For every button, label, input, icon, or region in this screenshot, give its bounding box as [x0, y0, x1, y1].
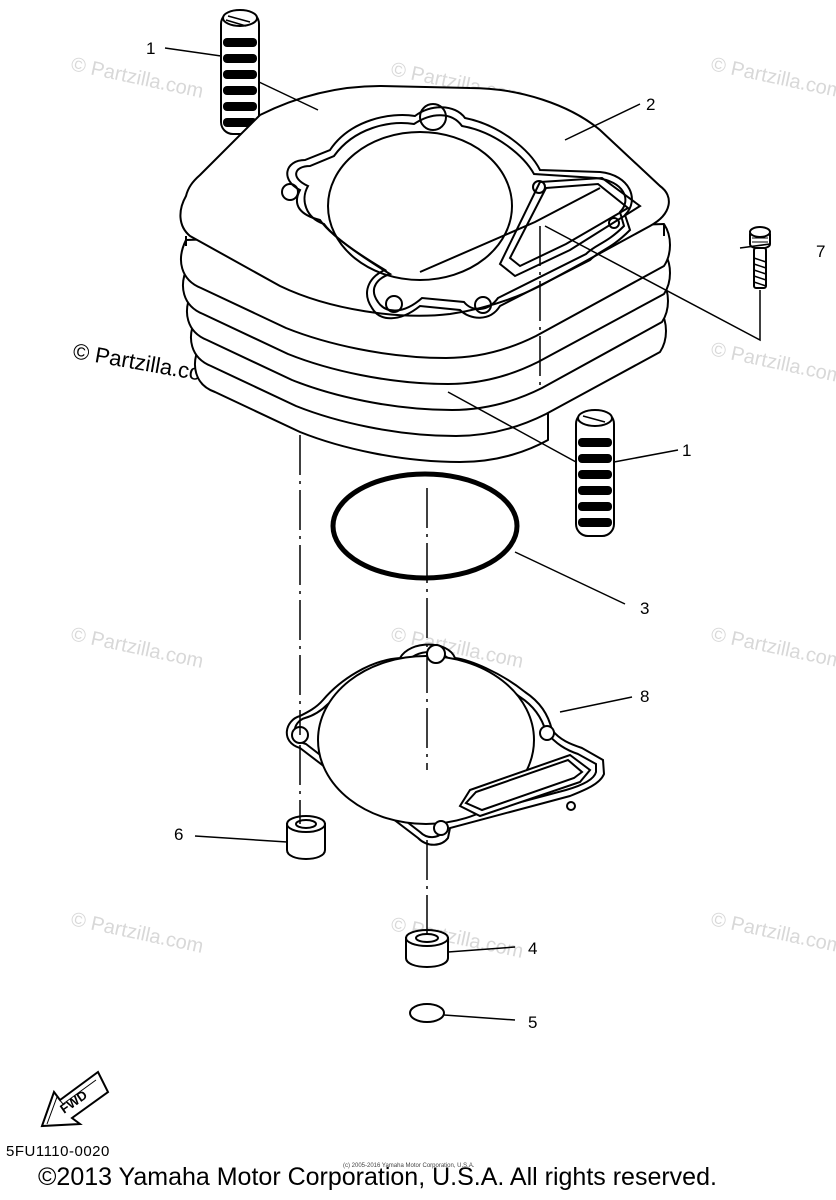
- callout-3: 3: [640, 599, 649, 618]
- callout-1-top: 1: [146, 39, 155, 58]
- callout-7: 7: [816, 242, 825, 261]
- callout-numbers: 1 2 7 1 3 8 6 4 5: [146, 39, 825, 1032]
- bolt: [749, 226, 771, 289]
- watermark: © Partzilla.com: [709, 338, 836, 388]
- tiny-notice: (c) 2005-2016 Yamaha Motor Corporation, …: [343, 1163, 475, 1169]
- alignment-lines: [299, 226, 541, 938]
- callout-6: 6: [174, 825, 183, 844]
- fwd-arrow-icon: FWD: [40, 1070, 110, 1128]
- callout-5: 5: [528, 1013, 537, 1032]
- watermark: © Partzilla.com: [69, 908, 205, 958]
- diagram-code: 5FU1110-0020: [6, 1143, 110, 1160]
- dowel-pin-top: [220, 9, 260, 135]
- watermark: © Partzilla.com: [69, 53, 205, 103]
- watermark: © Partzilla.com: [709, 623, 836, 673]
- copyright-notice: ©2013 Yamaha Motor Corporation, U.S.A. A…: [38, 1163, 717, 1191]
- callout-8: 8: [640, 687, 649, 706]
- watermark: © Partzilla.com: [709, 53, 836, 103]
- dowel-6: [286, 815, 326, 860]
- callout-1-right: 1: [682, 441, 691, 460]
- base-gasket: [285, 643, 606, 846]
- cylinder: [179, 85, 671, 463]
- dowel-4: [405, 929, 449, 968]
- o-ring-large: [330, 471, 520, 581]
- callout-2: 2: [646, 95, 655, 114]
- dowel-pin-right: [575, 409, 615, 537]
- o-ring-small: [409, 1003, 445, 1023]
- watermark: © Partzilla.com: [69, 623, 205, 673]
- leader-lines: [164, 47, 771, 1021]
- watermark: © Partzilla.com: [709, 908, 836, 958]
- callout-4: 4: [528, 939, 537, 958]
- cylinder-gasket-surface: [281, 103, 642, 320]
